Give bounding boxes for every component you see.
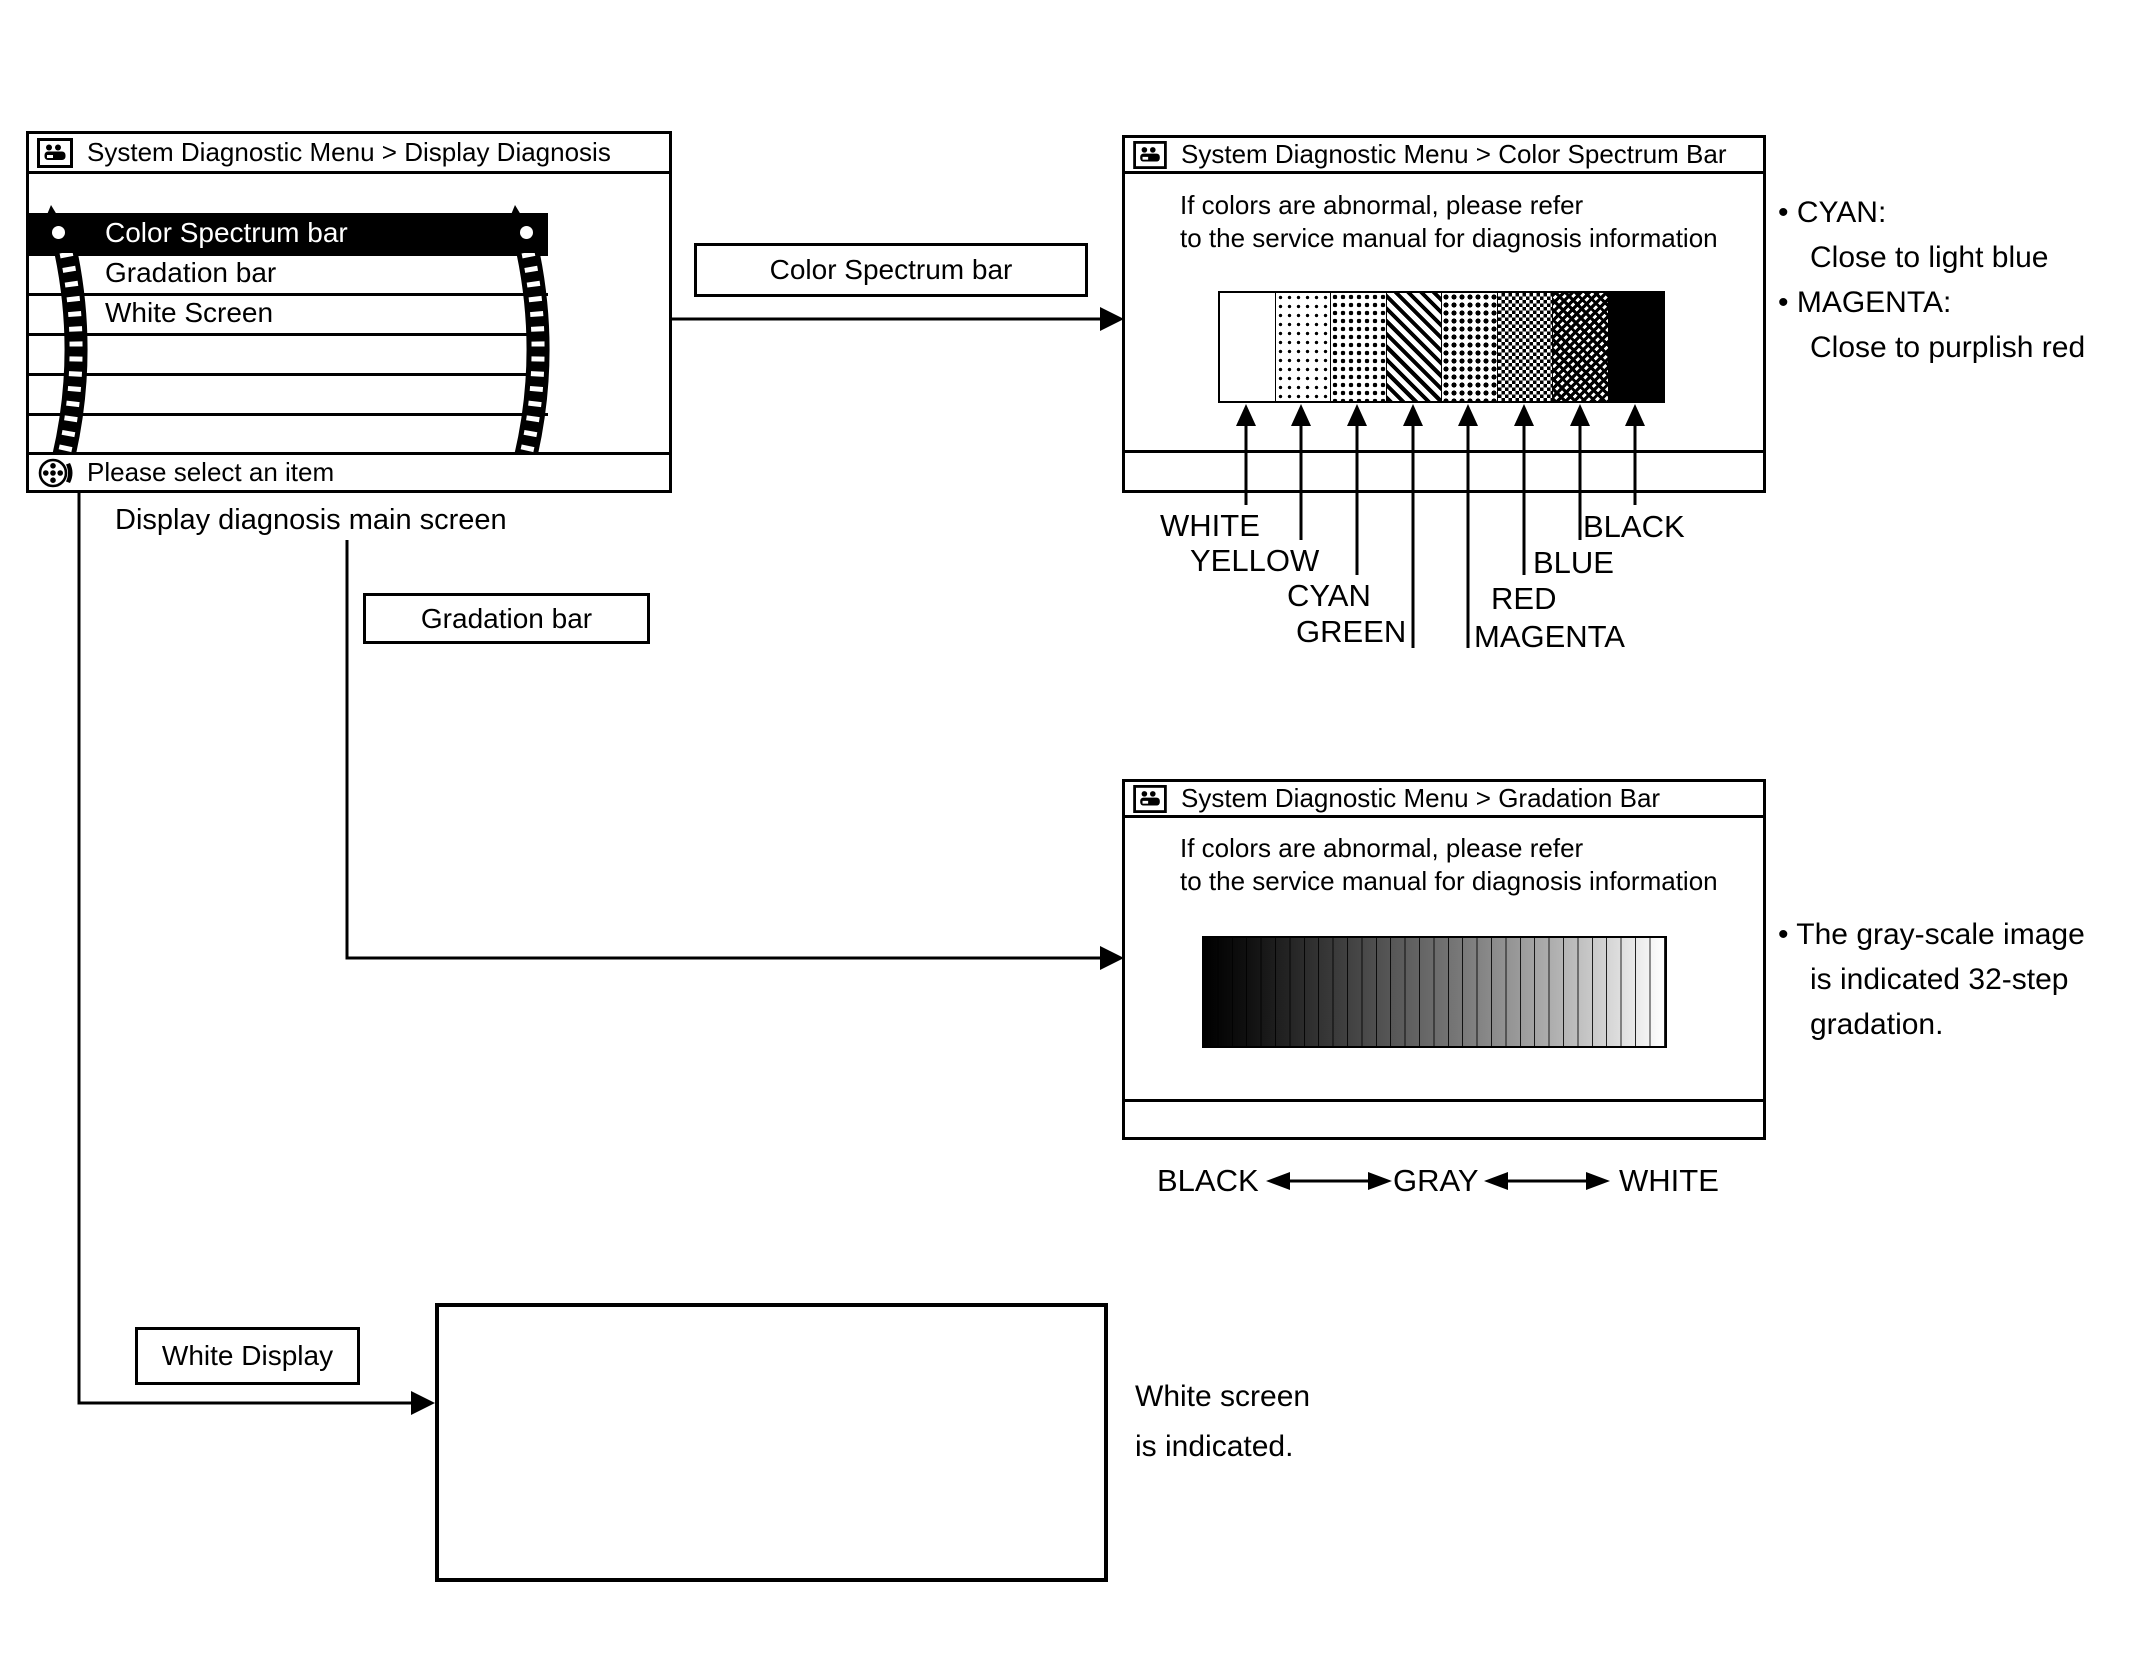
menu-item-label: Color Spectrum bar (105, 217, 348, 248)
abnormal-colors-notice: If colors are abnormal, please refer to … (1180, 189, 1718, 255)
white-screen-note: White screen is indicated. (1135, 1372, 1310, 1472)
row-divider (29, 413, 548, 416)
flow-label-text: White Display (161, 1340, 334, 1371)
flow-label-gradation-bar: Gradation bar (363, 593, 650, 644)
arrow-to-color-spectrum (672, 307, 1124, 331)
main-screen-statusbar: Please select an item (29, 452, 669, 490)
gradation-title: System Diagnostic Menu > Gradation Bar (1181, 783, 1661, 813)
note-desc: Close to light blue (1810, 241, 2049, 274)
joystick-select-icon (38, 458, 73, 487)
note-line: White screen (1135, 1380, 1311, 1413)
menu-item-gradation-bar[interactable]: Gradation bar (105, 257, 277, 288)
note-desc: Close to purplish red (1810, 331, 2086, 364)
spectrum-segment-blue (1552, 293, 1608, 401)
main-screen-caption: Display diagnosis main screen (115, 504, 507, 536)
spectrum-segment-black (1607, 293, 1663, 401)
gradation-titlebar: System Diagnostic Menu > Gradation Bar (1125, 782, 1763, 818)
note-line: gradation. (1810, 1008, 1944, 1041)
white-screen-preview (435, 1303, 1108, 1582)
flow-label-color-spectrum-bar: Color Spectrum bar (694, 243, 1088, 297)
gradation-bar-32-step (1202, 936, 1667, 1048)
color-spectrum-notes: • CYAN: Close to light blue • MAGENTA: C… (1778, 190, 2085, 370)
spectrum-segment-yellow (1274, 293, 1330, 401)
note-line: is indicated. (1135, 1430, 1294, 1463)
selection-dot-left (52, 226, 65, 239)
main-screen-titlebar: System Diagnostic Menu > Display Diagnos… (29, 134, 669, 174)
note-line: is indicated 32-step (1810, 963, 2069, 996)
spectrum-segment-red (1496, 293, 1552, 401)
row-divider (29, 253, 548, 256)
note-term: • MAGENTA: (1778, 286, 1952, 319)
color-spectrum-bar (1218, 291, 1665, 403)
callout-black: BLACK (1583, 509, 1685, 544)
selection-dot-right (520, 226, 533, 239)
callout-cyan: CYAN (1287, 578, 1371, 613)
menu-list: Color Spectrum bar Gradation bar White S… (29, 177, 669, 455)
row-divider (29, 293, 548, 296)
notice-line: to the service manual for diagnosis info… (1180, 866, 1718, 896)
display-menu-icon (37, 137, 73, 168)
abnormal-colors-notice: If colors are abnormal, please refer to … (1180, 832, 1718, 898)
callout-blue: BLUE (1533, 545, 1614, 580)
notice-line: If colors are abnormal, please refer (1180, 190, 1584, 220)
callout-yellow: YELLOW (1190, 543, 1320, 578)
scale-label-gray: GRAY (1393, 1163, 1479, 1198)
notice-line: If colors are abnormal, please refer (1180, 833, 1584, 863)
gradation-notes: • The gray-scale image is indicated 32-s… (1778, 912, 2085, 1047)
color-spectrum-titlebar: System Diagnostic Menu > Color Spectrum … (1125, 138, 1763, 174)
scale-label-black: BLACK (1157, 1163, 1259, 1198)
spectrum-segment-green (1385, 293, 1441, 401)
notice-line: to the service manual for diagnosis info… (1180, 223, 1718, 253)
flow-label-text: Gradation bar (420, 602, 593, 634)
status-separator (1125, 1099, 1763, 1102)
spectrum-segment-white (1220, 293, 1275, 401)
color-spectrum-screen: System Diagnostic Menu > Color Spectrum … (1122, 135, 1766, 493)
main-screen-title: System Diagnostic Menu > Display Diagnos… (87, 137, 611, 167)
gradation-screen: System Diagnostic Menu > Gradation Bar I… (1122, 779, 1766, 1140)
status-separator (1125, 450, 1763, 453)
display-menu-icon (1133, 140, 1167, 169)
note-term: • CYAN: (1778, 196, 1887, 229)
spectrum-segment-magenta (1441, 293, 1497, 401)
menu-item-color-spectrum-bar[interactable]: Color Spectrum bar (29, 213, 548, 253)
row-divider (29, 373, 548, 376)
flow-label-text: Color Spectrum bar (769, 254, 1013, 285)
callout-red: RED (1491, 581, 1557, 616)
row-divider (29, 333, 548, 336)
spectrum-segment-cyan (1330, 293, 1386, 401)
flow-label-white-display: White Display (135, 1327, 360, 1385)
scale-label-white: WHITE (1619, 1163, 1719, 1198)
display-menu-icon (1133, 784, 1167, 813)
color-spectrum-title: System Diagnostic Menu > Color Spectrum … (1181, 139, 1727, 169)
note-line: • The gray-scale image (1778, 918, 2085, 951)
callout-green: GREEN (1296, 614, 1407, 649)
display-diagnosis-screen: System Diagnostic Menu > Display Diagnos… (26, 131, 672, 493)
status-message: Please select an item (87, 457, 335, 487)
menu-item-white-screen[interactable]: White Screen (105, 297, 274, 328)
callout-magenta: MAGENTA (1474, 619, 1625, 654)
callout-white: WHITE (1160, 508, 1260, 543)
